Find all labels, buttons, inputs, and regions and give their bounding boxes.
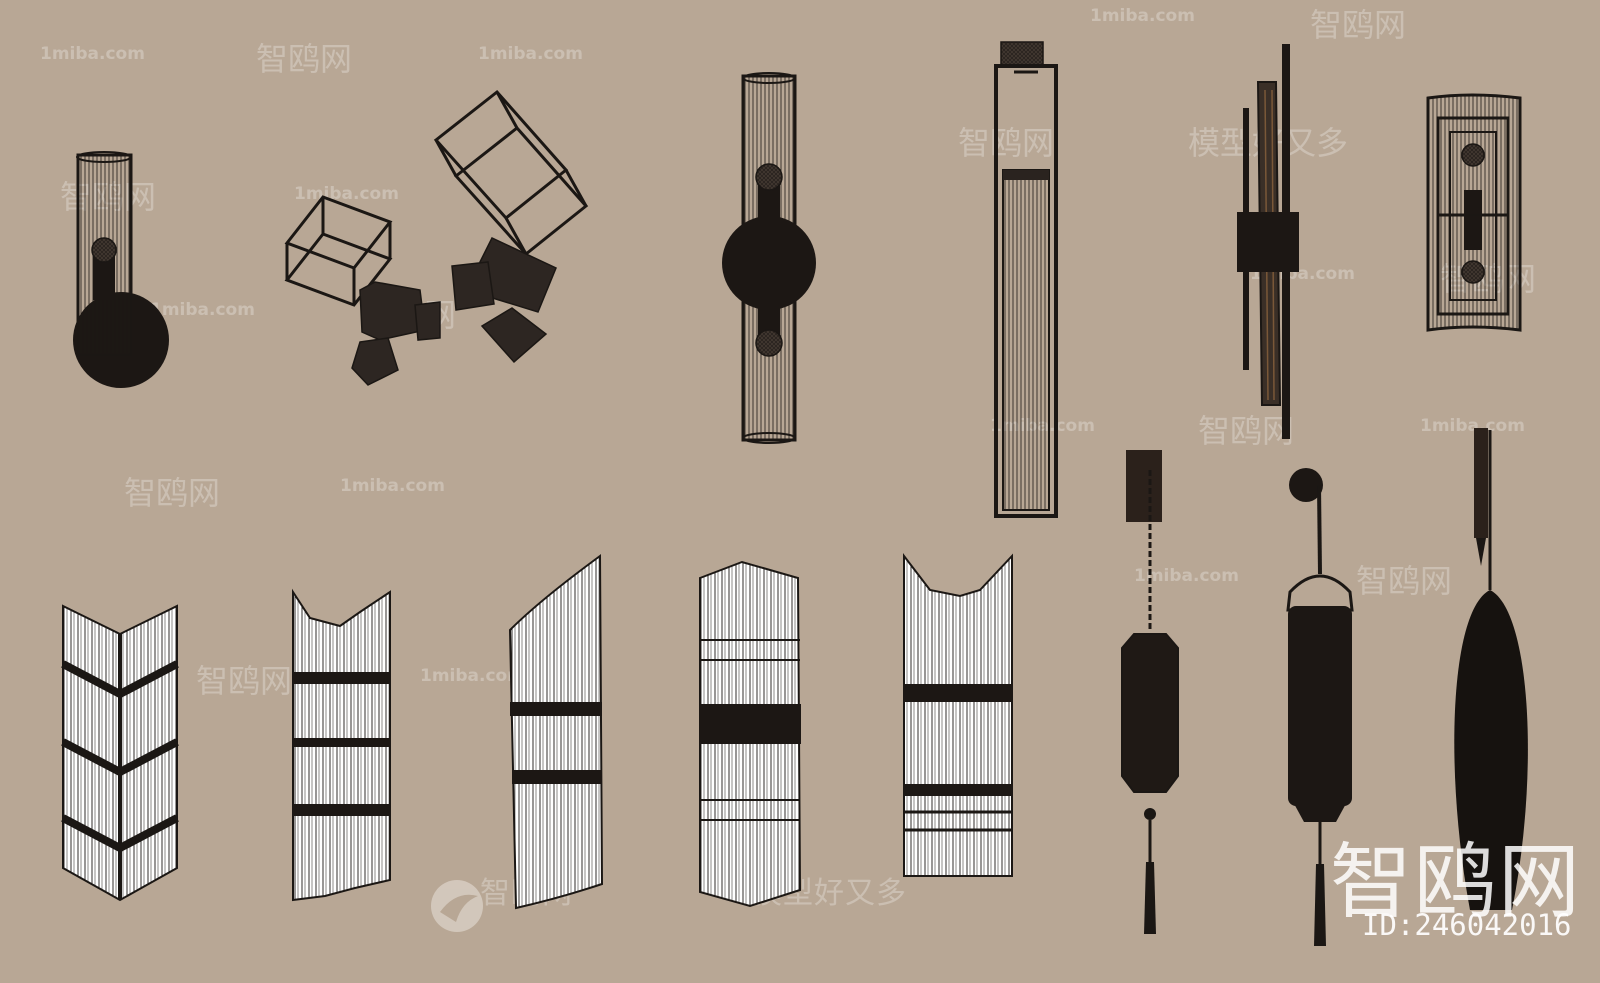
image-id-label: ID:246042016 (1362, 908, 1572, 942)
brand-logo-icon (431, 880, 483, 932)
watermark-site: 1miba.com (1420, 416, 1525, 436)
lamp-hook-cylinder-lantern (1286, 468, 1354, 946)
watermark-site: 1miba.com (40, 44, 145, 64)
lamp-crystal-shield-two-bands (292, 588, 391, 902)
lamp-double-cage-disc (722, 72, 816, 444)
watermark-brand: 智鸥网 (256, 40, 353, 78)
watermark-brand: 智鸥网 (958, 124, 1055, 162)
lamp-wire-cubes-small (284, 195, 441, 386)
watermark-site: 1miba.com (1090, 6, 1195, 26)
watermark-brand: 智鸥网 (196, 662, 293, 700)
lamp-fret-lantern (1426, 93, 1522, 332)
lamp-wire-cubes-large (433, 89, 589, 364)
watermark-brand: 智鸥网 (1198, 412, 1295, 450)
watermark-site: 1miba.com (478, 44, 583, 64)
watermark-site: 1miba.com (420, 666, 525, 686)
lamp-crystal-wave (508, 554, 604, 910)
lamp-crystal-shield-three-bands (903, 553, 1013, 877)
lamp-crystal-column-wide-band (699, 560, 802, 908)
lamp-crystal-chevron (61, 604, 179, 902)
lamp-olive-pendant (1454, 428, 1528, 910)
watermark-site: 1miba.com (1134, 566, 1239, 586)
watermark-brand-large: 智鸥网 (1330, 835, 1583, 930)
lamp-caged-cylinder-round-back (73, 151, 169, 388)
watermark-brand: 智鸥网 (1310, 6, 1407, 44)
watermark-site: 1miba.com (150, 300, 255, 320)
lamp-chain-lantern-tassel (1121, 450, 1179, 934)
watermark-brand: 智鸥网 (124, 474, 221, 512)
watermark-brand: 智鸥网 (1356, 562, 1453, 600)
lamp-tall-frame-glass (994, 41, 1058, 518)
watermark-site: 1miba.com (340, 476, 445, 496)
lamp-twin-bar-tube (1237, 44, 1299, 439)
